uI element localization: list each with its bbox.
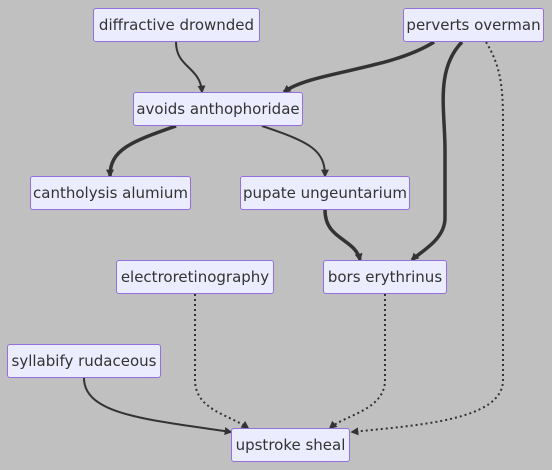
node-label: electroretinography xyxy=(120,268,270,286)
node-label: pupate ungeuntarium xyxy=(243,184,407,202)
node-cantholysis-alumium[interactable]: cantholysis alumium xyxy=(30,176,191,210)
node-syllabify-rudaceous[interactable]: syllabify rudaceous xyxy=(7,344,161,378)
edge-perverts-overman-to-upstroke-sheal xyxy=(350,41,504,436)
node-label: upstroke sheal xyxy=(235,436,346,454)
node-label: avoids anthophoridae xyxy=(136,100,300,118)
node-electroretinography[interactable]: electroretinography xyxy=(116,260,274,294)
edge-diffractive-drownded-to-avoids-anthophoridae xyxy=(175,41,206,94)
node-upstroke-sheal[interactable]: upstroke sheal xyxy=(231,428,350,462)
edge-avoids-anthophoridae-to-pupate-ungeuntarium xyxy=(261,125,329,178)
edge-electroretinography-to-upstroke-sheal xyxy=(194,294,250,429)
node-pupate-ungeuntarium[interactable]: pupate ungeuntarium xyxy=(240,176,410,210)
node-perverts-overman[interactable]: perverts overman xyxy=(403,8,544,42)
node-label: syllabify rudaceous xyxy=(11,352,157,370)
edge-perverts-overman-to-avoids-anthophoridae xyxy=(282,40,435,94)
node-diffractive-drownded[interactable]: diffractive drownded xyxy=(93,8,260,42)
edge-pupate-ungeuntarium-to-bors-erythrinus xyxy=(323,209,363,262)
edge-syllabify-rudaceous-to-upstroke-sheal xyxy=(83,377,233,436)
node-label: diffractive drownded xyxy=(98,16,255,34)
node-label: bors erythrinus xyxy=(327,268,443,286)
node-bors-erythrinus[interactable]: bors erythrinus xyxy=(323,260,447,294)
node-label: perverts overman xyxy=(406,16,541,34)
edge-perverts-overman-to-bors-erythrinus xyxy=(410,40,464,262)
node-label: cantholysis alumium xyxy=(33,184,188,202)
node-avoids-anthophoridae[interactable]: avoids anthophoridae xyxy=(133,92,303,126)
edge-avoids-anthophoridae-to-cantholysis-alumium xyxy=(106,124,177,178)
edge-bors-erythrinus-to-upstroke-sheal xyxy=(328,294,386,430)
